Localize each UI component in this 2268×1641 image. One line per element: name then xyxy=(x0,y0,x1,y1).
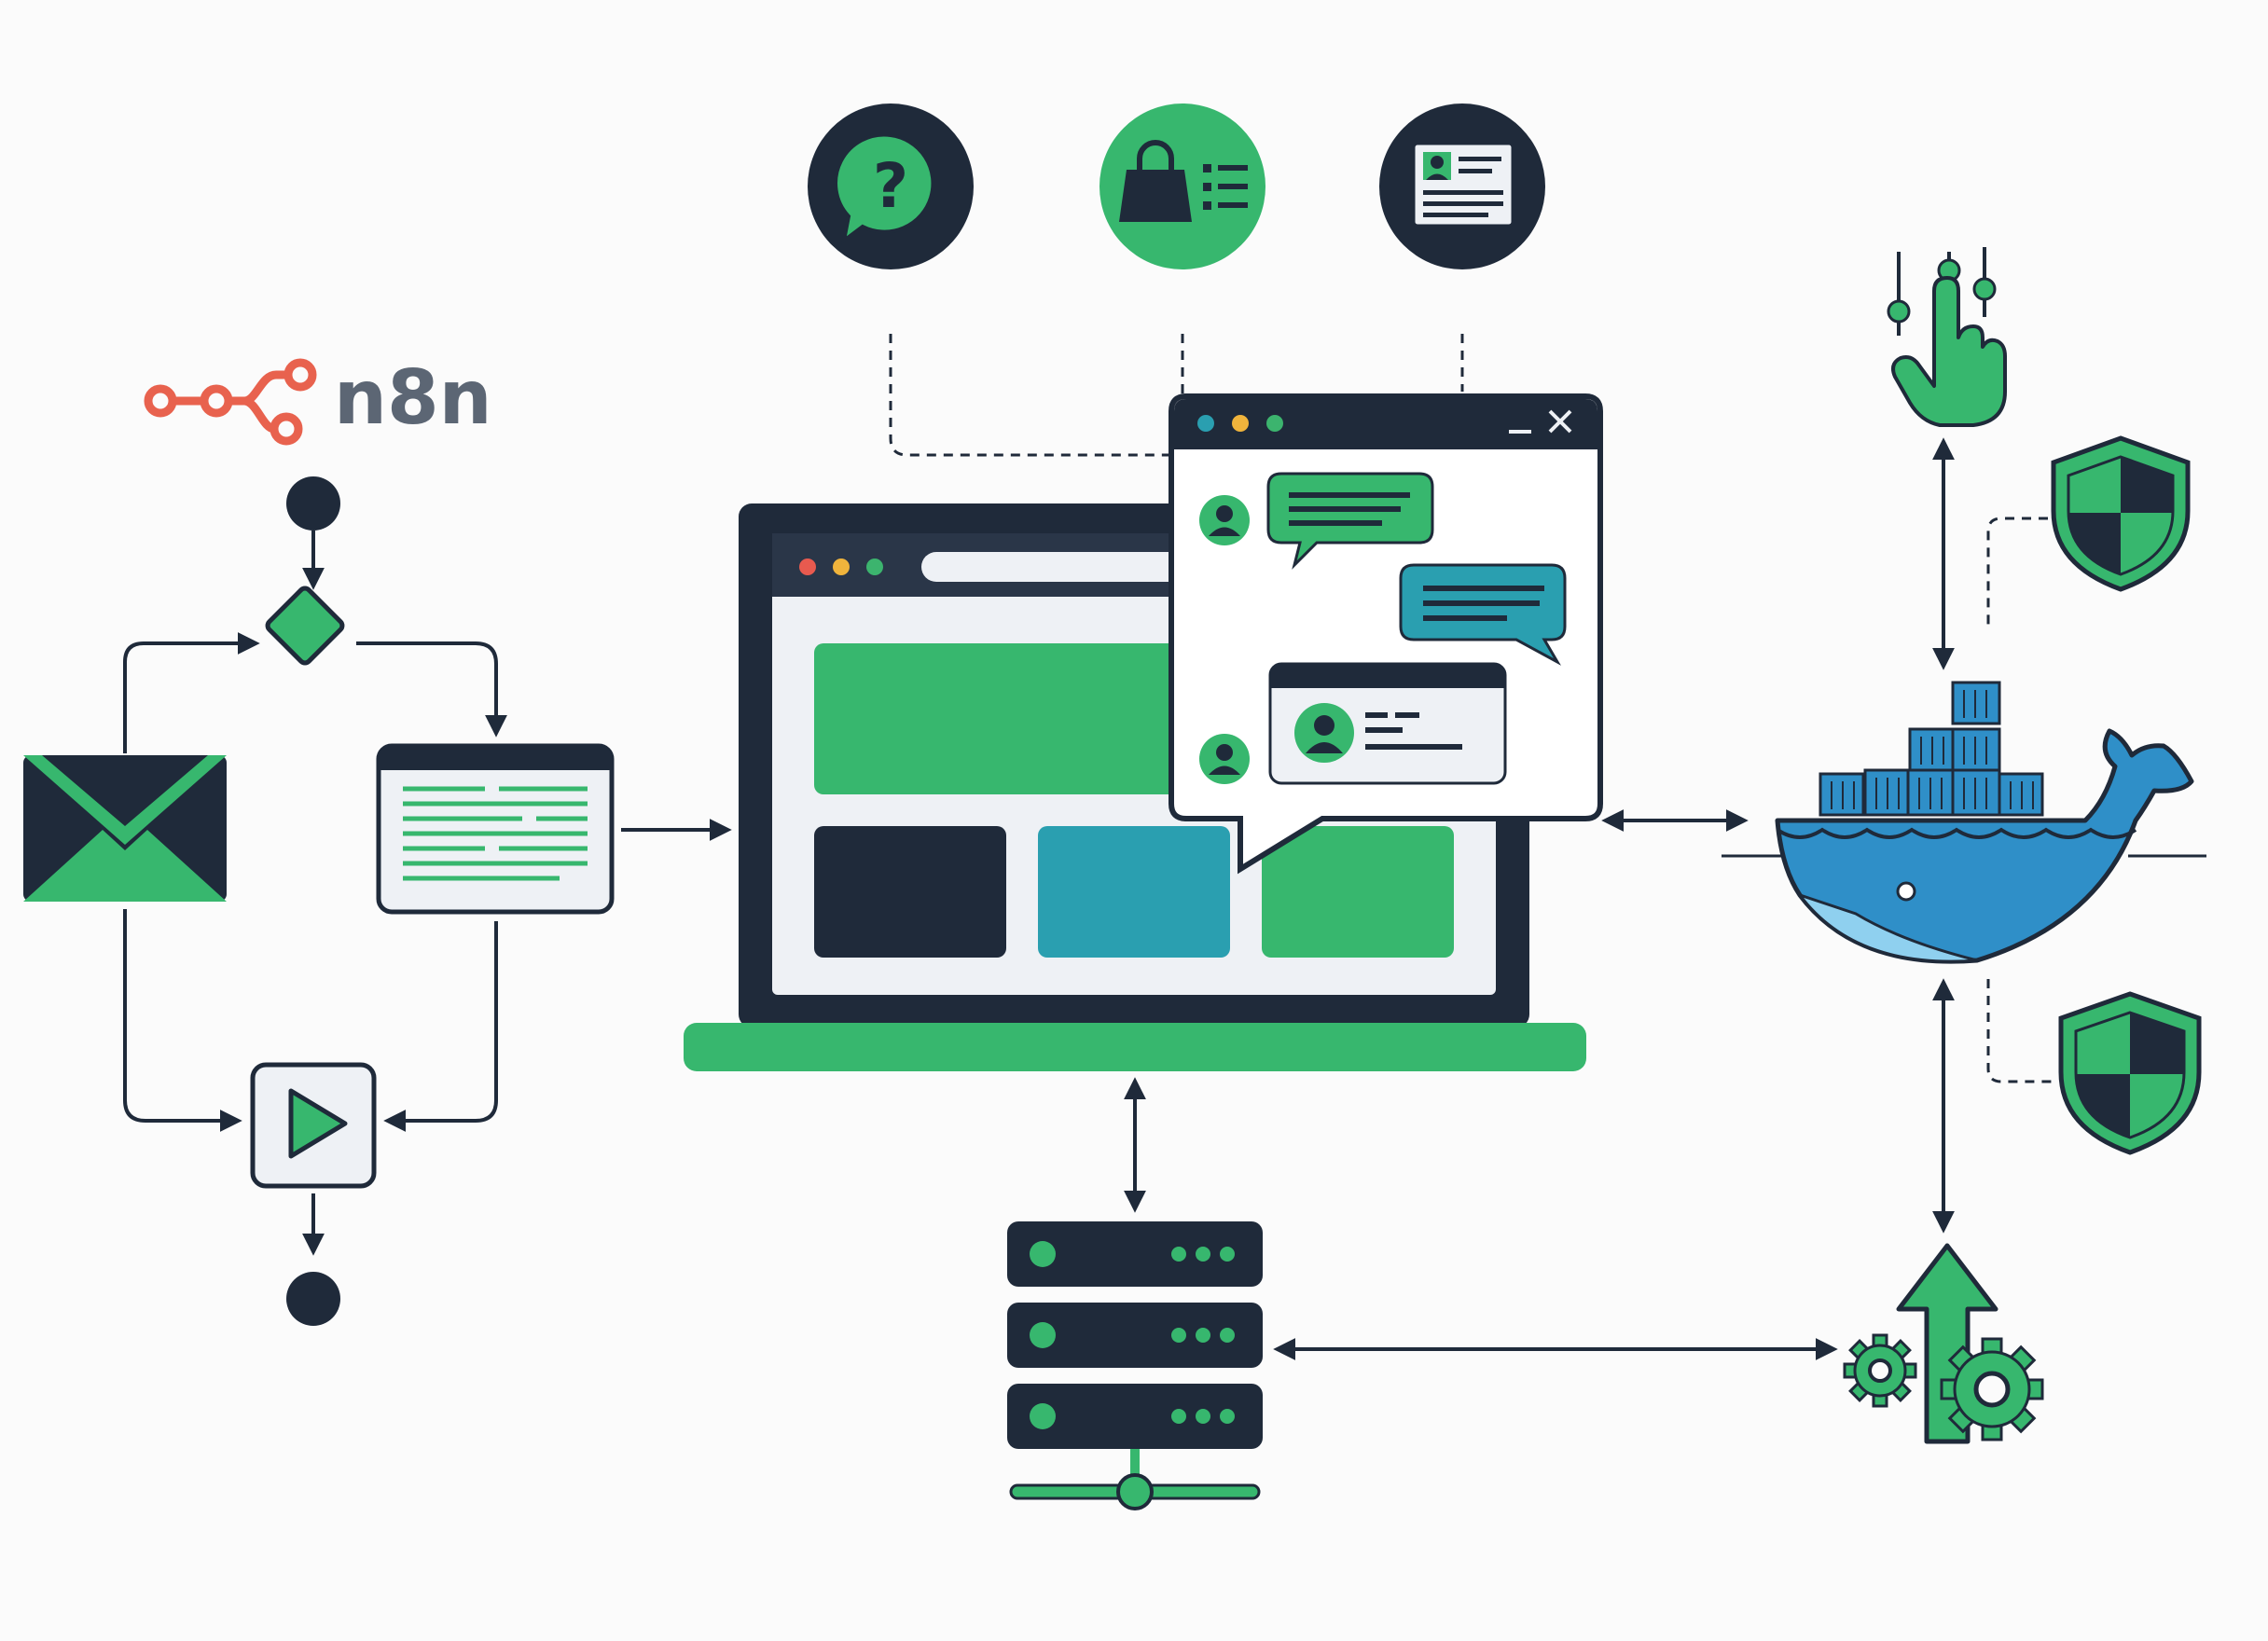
svg-text:?: ? xyxy=(873,150,908,222)
email-icon xyxy=(23,755,227,902)
email-to-play-connector xyxy=(123,909,242,1132)
decision-diamond-icon xyxy=(265,586,345,666)
workflow-diagram xyxy=(23,476,732,1326)
start-node-icon xyxy=(286,476,340,531)
chat-dot-teal xyxy=(1197,415,1214,432)
chat-message-bubble-outgoing xyxy=(1399,563,1567,666)
shield-icon xyxy=(2058,991,2202,1155)
n8n-logo-icon xyxy=(144,358,317,446)
laptop-card-green xyxy=(1262,826,1454,958)
gear-upgrade-icon xyxy=(1843,1243,2044,1444)
shopping-list-icon xyxy=(1099,103,1265,269)
large-gear-icon xyxy=(1940,1337,2044,1441)
top-icons-connectors xyxy=(889,334,1464,457)
shield-bottom-connector xyxy=(1986,979,2052,1083)
laptop-base xyxy=(684,1023,1586,1071)
shield-top-connector xyxy=(1986,517,2048,627)
laptop-card-dark xyxy=(814,826,1006,958)
laptop-minimize-dot xyxy=(833,558,850,575)
top-icons-row: ? xyxy=(808,103,1545,457)
chat-message-bubble-incoming xyxy=(1266,472,1434,570)
small-gear-icon xyxy=(1843,1333,1917,1408)
chat-window-icon xyxy=(1169,393,1603,875)
chat-avatar-icon xyxy=(1199,495,1250,545)
docker-whale-icon xyxy=(1722,681,2206,964)
n8n-logo-text: n8n xyxy=(334,354,492,441)
server-stack-icon xyxy=(1007,1221,1263,1510)
shield-icon xyxy=(2051,435,2191,592)
document-icon xyxy=(376,743,615,915)
chat-contact-card xyxy=(1268,662,1507,785)
email-to-decision-connector xyxy=(123,632,260,753)
laptop-card-teal xyxy=(1038,826,1230,958)
question-chat-icon: ? xyxy=(808,103,974,269)
n8n-logo: n8n xyxy=(144,354,492,446)
chat-dot-green xyxy=(1266,415,1283,432)
touch-control-icon xyxy=(1887,247,2007,427)
chat-avatar-icon xyxy=(1199,734,1250,784)
play-icon xyxy=(250,1062,377,1189)
chat-close-icon[interactable] xyxy=(1548,409,1572,434)
document-to-play-connector xyxy=(383,921,498,1132)
decision-to-document-connector xyxy=(356,641,507,738)
profile-card-icon xyxy=(1379,103,1545,269)
end-node-icon xyxy=(286,1272,340,1326)
laptop-close-dot xyxy=(799,558,816,575)
chat-dot-yellow xyxy=(1232,415,1249,432)
laptop-maximize-dot xyxy=(866,558,883,575)
